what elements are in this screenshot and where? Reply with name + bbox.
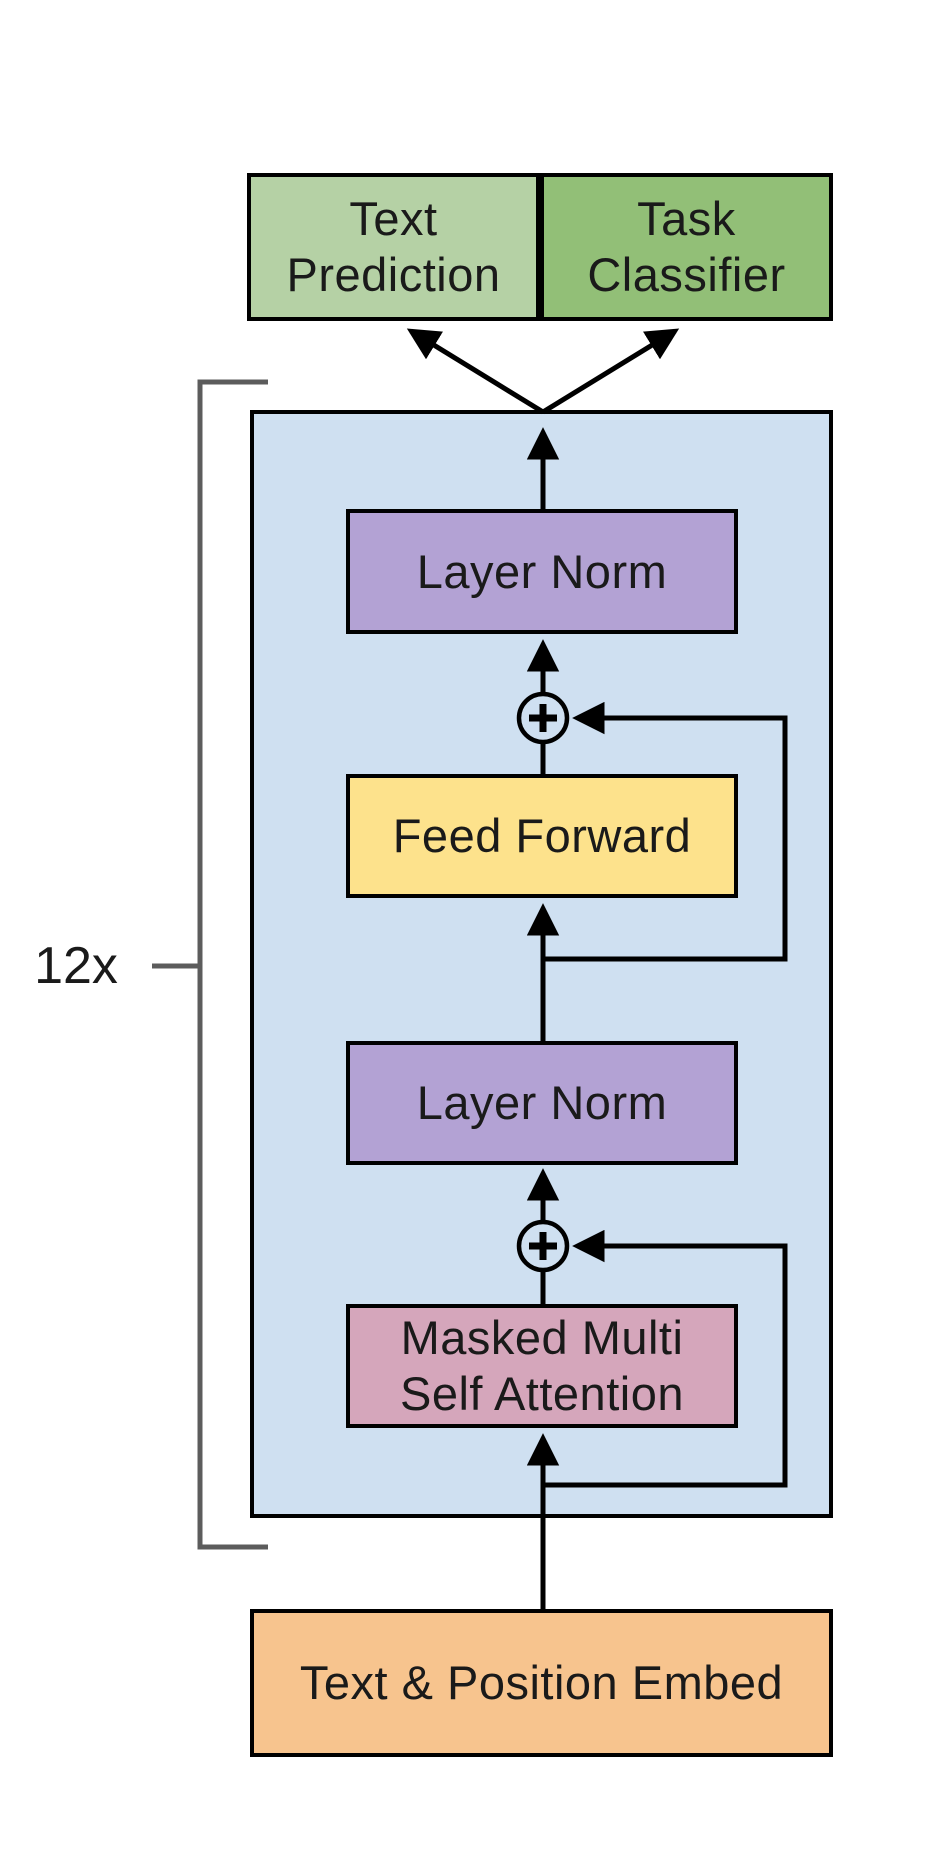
node-masked-multi-self-attention: Masked Multi Self Attention <box>346 1304 738 1428</box>
node-label: Text & Position Embed <box>299 1656 784 1709</box>
node-label: Layer Norm <box>416 1076 668 1129</box>
add-circle-outline <box>516 691 570 745</box>
arrow-to-text-prediction <box>406 328 545 415</box>
node-label-line: Text <box>349 192 438 245</box>
plus-icon <box>529 704 557 732</box>
add-circle-icon-bottom <box>516 1219 570 1273</box>
node-label-line: Self Attention <box>400 1367 684 1420</box>
repeat-bracket <box>152 379 268 1550</box>
node-layer-norm-bottom: Layer Norm <box>346 1041 738 1165</box>
plus-icon <box>529 1232 557 1260</box>
node-feed-forward: Feed Forward <box>346 774 738 898</box>
bracket-line <box>197 379 268 1550</box>
node-label-line: Task <box>637 192 736 245</box>
node-label-line: Masked Multi <box>400 1311 684 1364</box>
node-label-line: Classifier <box>587 248 786 301</box>
arrow-to-task-classifier <box>541 328 680 415</box>
node-label: Feed Forward <box>392 809 692 862</box>
node-text-prediction: Text Prediction <box>247 173 540 321</box>
node-text-position-embed: Text & Position Embed <box>250 1609 833 1757</box>
residual-skip-attention <box>543 1229 788 1488</box>
residual-skip-feed-forward <box>543 701 788 962</box>
node-label-line: Prediction <box>286 248 501 301</box>
node-label: Layer Norm <box>416 544 668 598</box>
node-layer-norm-top: Layer Norm <box>346 509 738 634</box>
add-circle-icon-top <box>516 691 570 745</box>
add-circle-outline <box>516 1219 570 1273</box>
node-task-classifier: Task Classifier <box>540 173 833 321</box>
repeat-count-label: 12x <box>34 937 118 995</box>
